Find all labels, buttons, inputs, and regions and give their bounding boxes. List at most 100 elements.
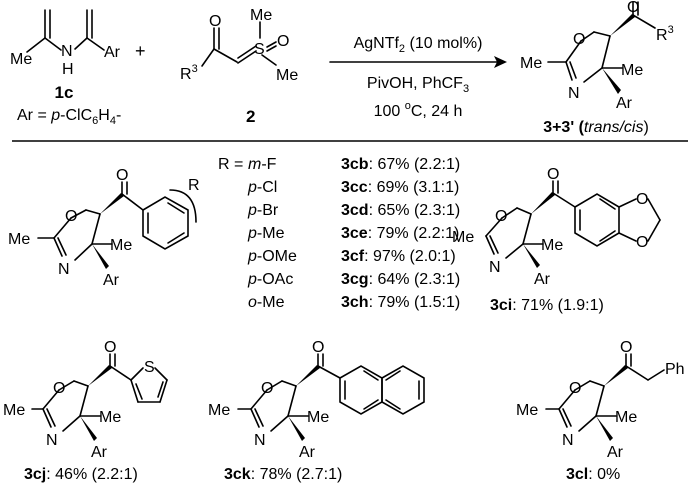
bond [601,35,611,69]
bond [237,45,257,59]
bond [363,370,379,381]
c4-methyl-label: Me [621,62,643,79]
substituent-label: m-F [248,156,277,173]
hydrogen-label: H [62,61,74,78]
product-3ck-structure: O N O Me Me Ar [208,339,425,461]
bond [167,202,185,214]
bond [159,379,168,403]
bond [250,389,268,410]
carbonyl-oxygen-label: O [547,166,559,183]
dioxole-oxygen-label: O [636,191,648,208]
reaction-arrow [329,56,507,68]
substituent-table: R = m-F 3cb: 67% (2.2:1) p-Cl 3cc: 69% (… [218,156,460,311]
product-3cl-structure: O N O Me Me Ar Ph [516,339,685,461]
bond [574,380,591,391]
bond [647,219,661,242]
substituent-arc [169,189,197,223]
bond [317,365,341,379]
sulfur-label: S [254,41,265,58]
aryl-label: Ar [104,44,121,61]
carbonyl-oxygen-label: O [627,0,639,16]
substituent-label: o-Me [248,294,285,311]
wedge-bond [602,68,621,94]
bond [599,230,616,242]
bond [74,37,88,50]
wedge-bond [100,193,124,214]
methyl-label: Me [520,55,542,72]
product-3cj-structure: O N O Me Me Ar S [3,339,168,461]
product-3ci-structure: O O O N O Me Me Ar [452,166,661,288]
product-compound-label: 3+3' (trans/cis) [543,119,649,136]
r-equals-label: R = [218,156,243,173]
c4-methyl-label: Me [307,409,329,426]
wedge-bond [88,365,112,386]
bond [625,365,649,381]
substituent-label: p-Cl [247,179,277,196]
product-3ck-label: 3ck: 78% (2.7:1) [224,466,342,483]
methyl-label: Me [10,51,32,68]
methyl-label: Me [516,402,538,419]
bond [70,209,87,219]
bond [505,243,524,259]
ring-nitrogen-label: N [58,261,70,278]
bond [593,31,611,37]
product-3cj-label: 3cj: 46% (2.2:1) [24,466,138,483]
sulfoxide-oxygen-label: O [277,33,289,50]
bond [53,217,72,239]
generic-aryl-product: O N O Me Me Ar R [8,167,200,289]
aryl-label: Ar [103,272,120,289]
ring-nitrogen-label: N [562,432,574,449]
ring-nitrogen-label: N [254,432,266,449]
bond [562,408,572,427]
aryl-label: Ar [91,444,108,461]
plus-sign: + [135,41,146,61]
bond [565,40,582,63]
substituent-label: p-Me [247,225,285,242]
ring-nitrogen-label: N [489,259,501,276]
yield-entry: 3cc: 69% (3.1:1) [341,179,459,196]
bond [385,399,401,410]
bond [516,207,532,215]
temperature-time-label: 100 oC, 24 h [374,100,463,120]
bond [569,61,577,79]
bond [135,383,143,400]
substituent-label: p-OAc [247,271,293,288]
bond [79,385,89,417]
ring-oxygen-label: O [569,380,581,397]
yield-entry: 3cd: 65% (2.3:1) [341,202,460,219]
ring-nitrogen-label: N [568,85,580,102]
c4-methyl-label: Me [541,237,563,254]
bond [42,408,52,428]
bond [266,45,277,52]
product-structure: O N O Me Me Ar R3 [520,0,674,112]
aryl-label: Ar [607,444,624,461]
bond [121,193,144,211]
carbonyl-oxygen-label: O [104,339,116,356]
yield-entry: 3cg: 64% (2.3:1) [341,271,460,288]
bond [501,207,518,219]
ring-oxygen-label: O [53,380,65,397]
wedge-bond [531,192,555,214]
product-3ci-label: 3ci: 71% (1.9:1) [490,297,604,314]
bond [154,367,168,381]
ring-oxygen-label: O [573,31,585,48]
bond [109,365,132,381]
bond [485,217,503,237]
bond [261,54,277,66]
bond [363,399,379,410]
bond [44,37,62,51]
ring-oxygen-label: O [65,208,77,225]
ring-oxygen-label: O [261,380,273,397]
bond [46,408,56,427]
bond [558,389,576,410]
bond [287,385,297,417]
bond [618,232,637,242]
aryl-label: Ar [299,444,316,461]
substituent-label: p-Br [247,202,279,219]
bond [632,14,656,29]
bond [489,235,499,254]
sm1-structure: Me N H Ar 1c Ar = p-ClC6H4- [10,9,121,127]
nitrogen-label: N [61,43,73,60]
methyl-label: Me [452,229,474,246]
arrow-head [494,56,507,68]
